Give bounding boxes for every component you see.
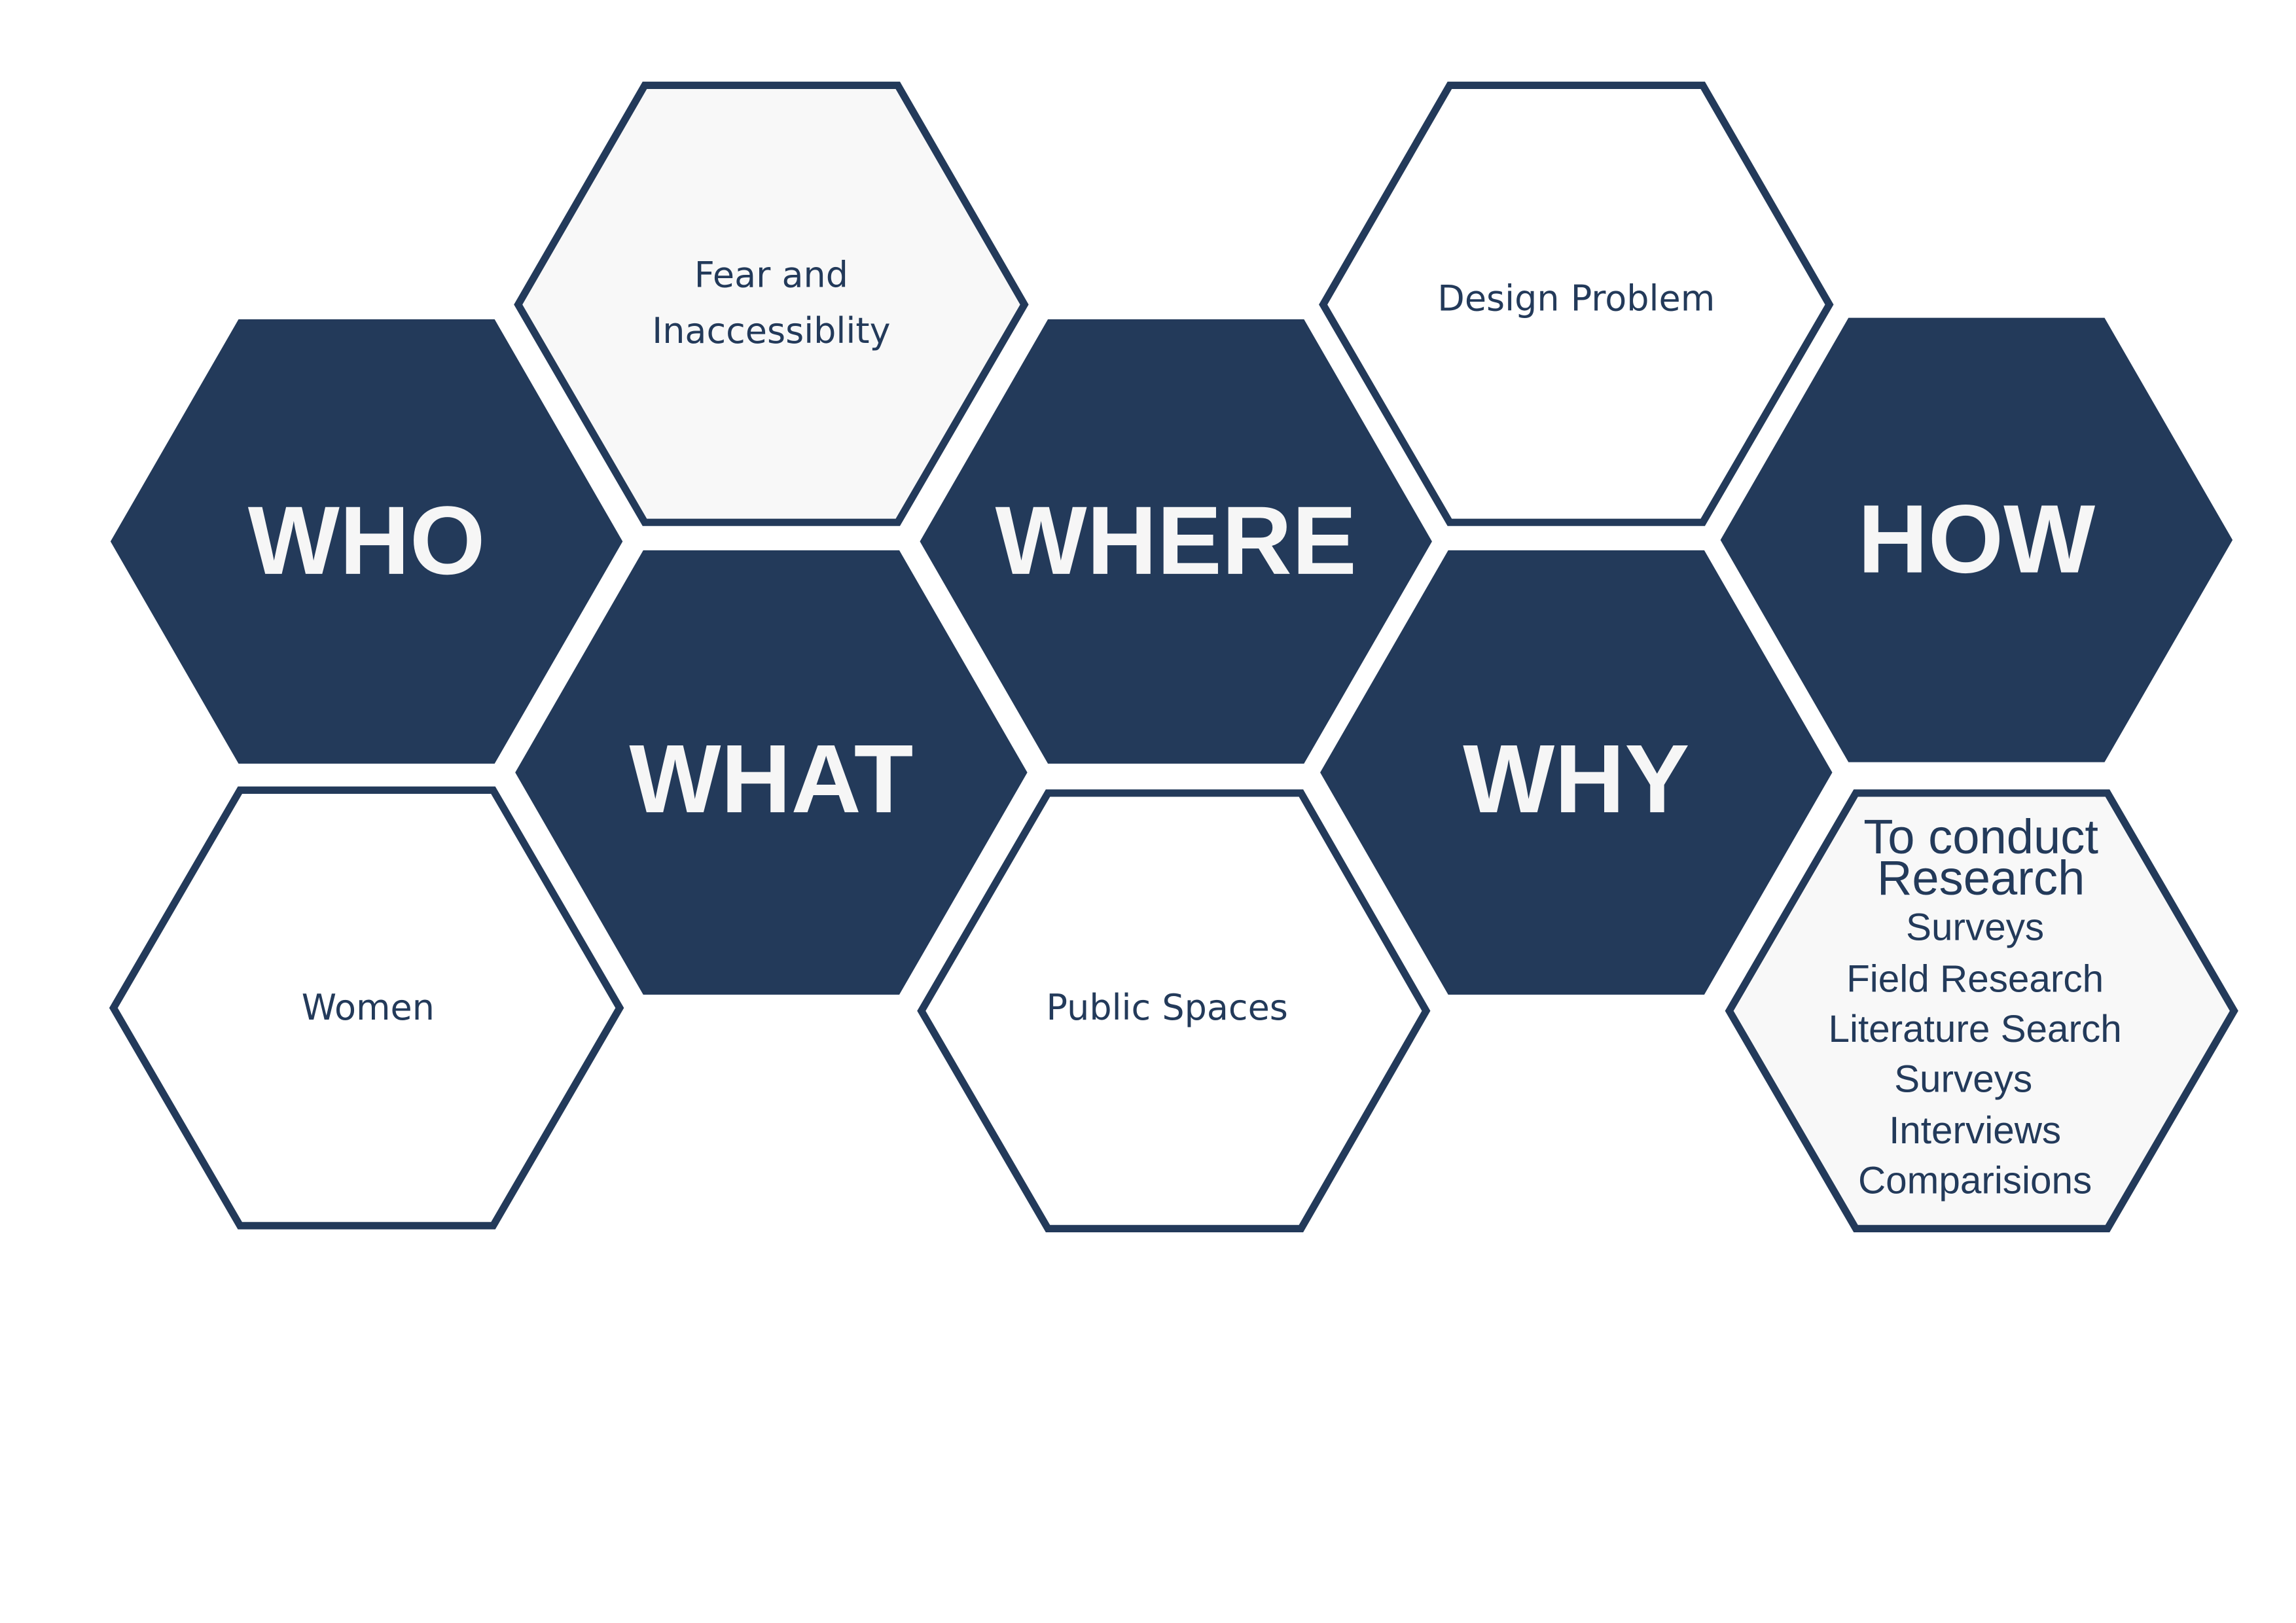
women-label: Women — [302, 987, 435, 1028]
what-label: WHAT — [629, 725, 913, 833]
who-label: WHO — [248, 487, 486, 595]
fear-label-line1: Fear and — [694, 254, 848, 295]
how-item: Surveys — [1906, 906, 2044, 949]
how-heading-line1: To conduct — [1863, 810, 2098, 864]
design-problem-label: Design Problem — [1437, 277, 1715, 319]
hex-women: Women — [109, 786, 624, 1230]
hex-what: WHAT — [515, 550, 1028, 995]
hex-where: WHERE — [920, 319, 1432, 764]
how-item: Literature Search — [1828, 1008, 2121, 1050]
how-item: Surveys — [1894, 1058, 2032, 1100]
how-label: HOW — [1858, 486, 2096, 594]
hex-how-detail: To conduct Research Surveys Field Resear… — [1725, 789, 2238, 1233]
hex-design-problem: Design Problem — [1319, 81, 1834, 526]
hex-how: HOW — [1720, 317, 2233, 762]
fear-label-line2: Inaccessiblity — [652, 310, 890, 351]
hex-why: WHY — [1320, 550, 1833, 995]
how-item: Field Research — [1846, 957, 2104, 1000]
how-item: Interviews — [1889, 1109, 2061, 1152]
hex-public-spaces: Public Spaces — [917, 789, 1431, 1233]
hex-who: WHO — [110, 319, 623, 764]
how-heading-line2: Research — [1877, 851, 2085, 905]
where-label: WHERE — [996, 487, 1357, 595]
why-label: WHY — [1463, 725, 1689, 833]
public-spaces-label: Public Spaces — [1047, 987, 1288, 1028]
how-item: Comparisions — [1858, 1159, 2092, 1202]
hex-fear: Fear and Inaccessiblity — [514, 81, 1029, 526]
